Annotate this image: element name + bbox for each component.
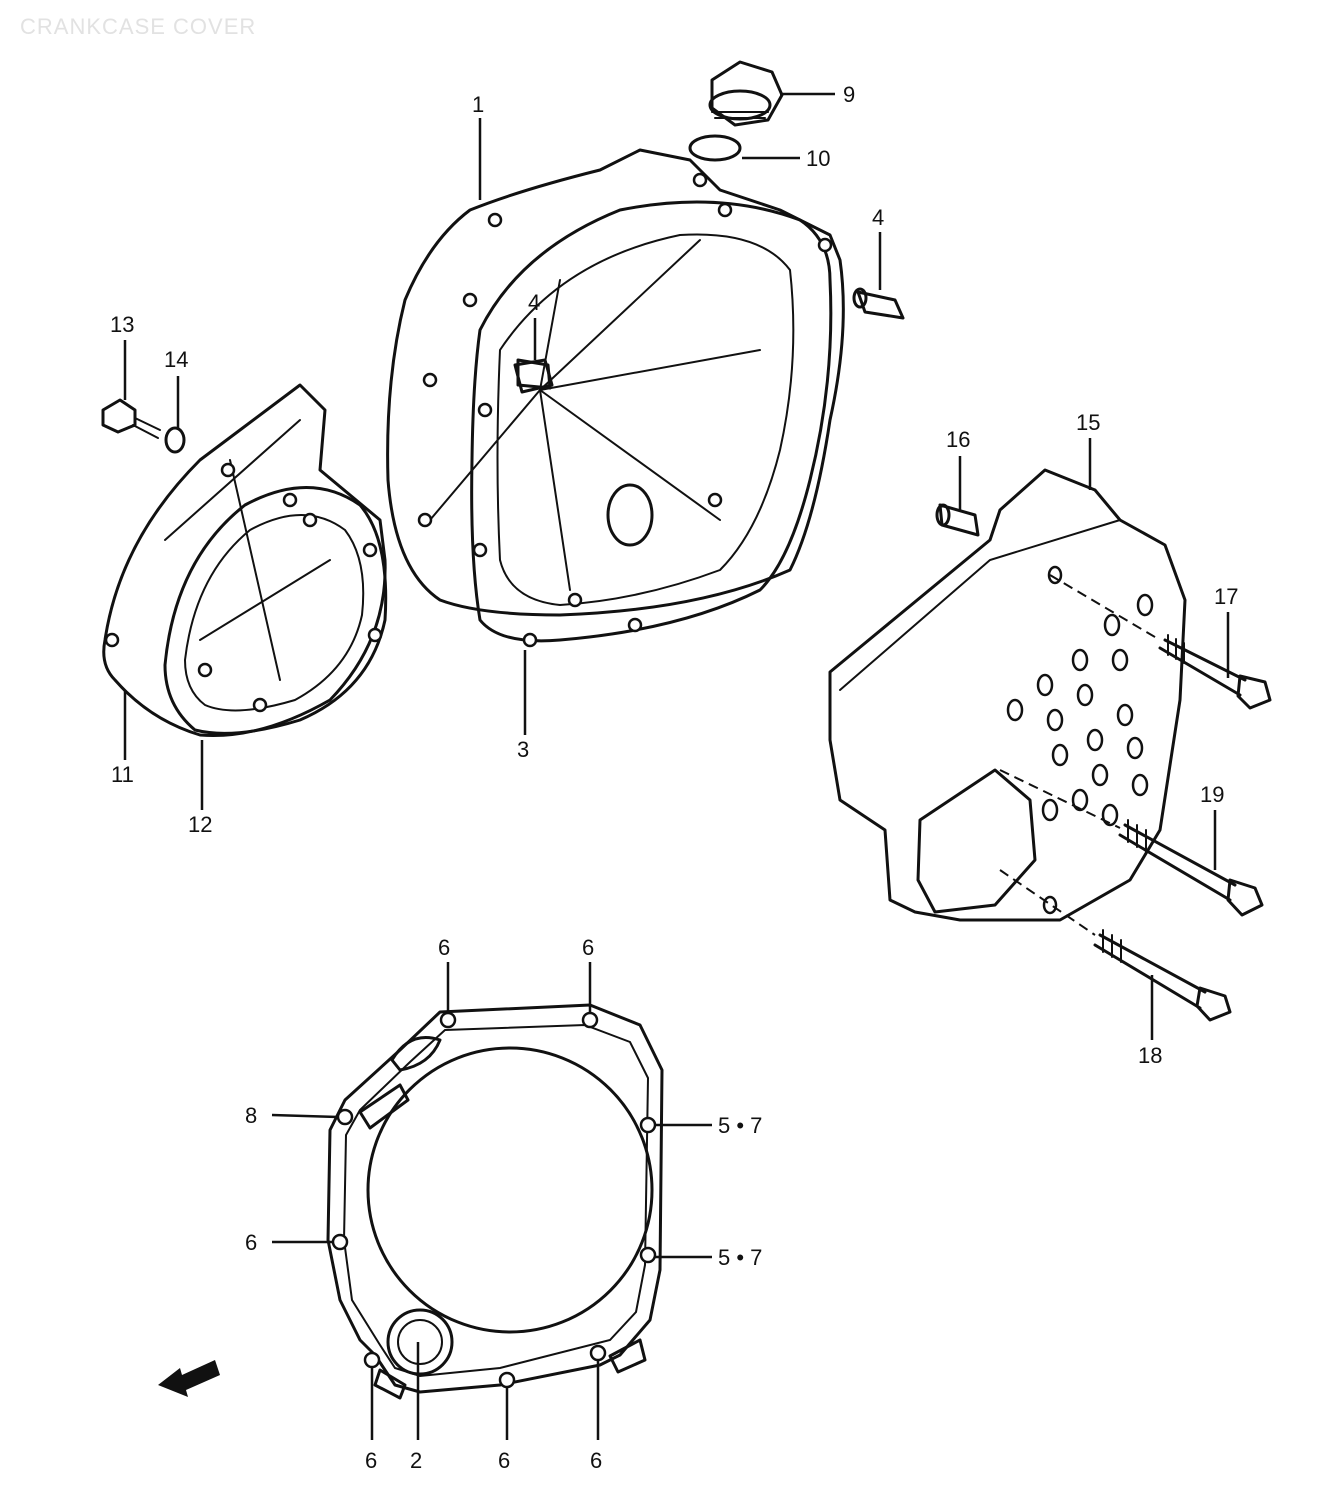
callout-9: 9	[843, 82, 855, 107]
alignment-line-19	[999, 769, 1121, 829]
washer-14	[164, 426, 186, 454]
callout-2: 2	[410, 1448, 422, 1473]
callout-17: 17	[1214, 584, 1238, 609]
callout-19: 19	[1200, 782, 1224, 807]
generator-cover-gasket	[163, 486, 388, 735]
callout-6-top-left: 6	[438, 935, 450, 960]
callout-6-top-right: 6	[582, 935, 594, 960]
callout-5-7-lower: 5 • 7	[718, 1245, 762, 1270]
callout-15: 15	[1076, 410, 1100, 435]
callout-5-7-upper: 5 • 7	[718, 1113, 762, 1138]
dowel-pin-16	[935, 503, 980, 537]
callout-13: 13	[110, 312, 134, 337]
perforation-holes	[1006, 593, 1154, 827]
bolt-19	[1118, 819, 1264, 917]
dowel-pin-center	[516, 358, 552, 390]
diagram-title: CRANKCASE COVER	[20, 14, 257, 39]
dowel-pin-right	[852, 287, 905, 320]
alignment-line-17	[1049, 574, 1161, 641]
callout-6-bottom-1: 6	[365, 1448, 377, 1473]
leader-lines	[123, 92, 1230, 1440]
callout-16: 16	[946, 427, 970, 452]
callout-6-bottom-3: 6	[590, 1448, 602, 1473]
callout-11: 11	[111, 762, 134, 787]
o-ring	[688, 134, 742, 162]
callout-10: 10	[806, 146, 830, 171]
callout-12: 12	[188, 812, 212, 837]
callout-18: 18	[1138, 1043, 1162, 1068]
callout-1: 1	[472, 92, 484, 117]
callout-8: 8	[245, 1103, 257, 1128]
bolt-18	[1093, 929, 1232, 1022]
perforated-cover	[828, 468, 1187, 922]
callout-14: 14	[164, 347, 188, 372]
bolt-17	[1158, 634, 1272, 710]
callout-4-center: 4	[528, 290, 540, 315]
callout-3: 3	[517, 737, 529, 762]
front-direction-arrow-icon	[158, 1360, 220, 1397]
alignment-line-18	[999, 869, 1096, 936]
callout-6-bottom-2: 6	[498, 1448, 510, 1473]
oil-filler-cap	[708, 60, 784, 127]
clutch-cover-housing	[386, 148, 845, 648]
callout-4-right: 4	[872, 205, 884, 230]
bolt-13	[101, 398, 161, 439]
callout-6-left: 6	[245, 1230, 257, 1255]
generator-cover	[102, 383, 387, 738]
clutch-cover	[326, 1003, 664, 1400]
